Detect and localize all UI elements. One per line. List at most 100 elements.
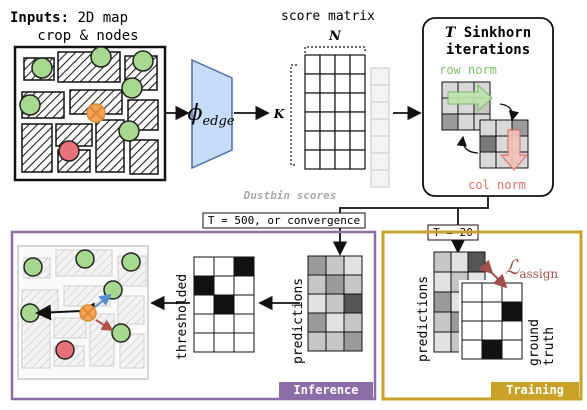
sinkhorn-t: T xyxy=(445,25,457,41)
ground-truth-cell xyxy=(461,282,483,303)
n-dimension-label: N xyxy=(328,29,342,44)
sinkhorn-box: T Sinkhorn iterations row norm col norm xyxy=(422,17,554,197)
training-prediction-cell xyxy=(433,291,452,313)
loss-arrow xyxy=(478,259,508,289)
inference-node-green xyxy=(20,303,40,323)
inference-node-green xyxy=(111,323,131,343)
score-matrix-cell xyxy=(319,130,336,151)
encoder-subscript: edge xyxy=(202,114,234,129)
inference-predictions-matrix xyxy=(307,255,363,352)
encoder-label: ϕedge xyxy=(187,101,234,129)
training-prediction-cell xyxy=(467,251,486,273)
ground-truth-cell xyxy=(481,339,503,360)
score-matrix-cell xyxy=(304,111,321,132)
dustbin-cell xyxy=(370,135,390,154)
dustbin-column xyxy=(370,67,390,188)
training-predictions-label: predictions xyxy=(416,276,431,362)
score-matrix-cell xyxy=(334,130,351,151)
score-matrix-cell xyxy=(304,130,321,151)
inference-condition-box xyxy=(202,212,366,229)
ground-truth-cell xyxy=(501,301,523,322)
row-norm-cell xyxy=(441,113,459,131)
inference-condition: T = 500, or convergence xyxy=(208,214,360,227)
inference-node-green xyxy=(103,280,123,300)
thresholded-cell xyxy=(213,294,235,315)
inference-prediction-cell xyxy=(325,293,345,314)
map-node-green xyxy=(31,57,53,79)
inference-prediction-cell xyxy=(325,274,345,295)
inference-predictions-label: predictions xyxy=(291,278,306,364)
map-node-green xyxy=(19,94,41,116)
score-matrix-cell xyxy=(349,54,366,75)
inference-label-tag xyxy=(279,382,373,398)
col-norm-cell xyxy=(479,119,497,137)
score-matrix-cell xyxy=(304,92,321,113)
score-matrix-cell xyxy=(304,54,321,75)
training-prediction-cell xyxy=(433,311,452,333)
inference-node-red xyxy=(55,340,75,360)
inference-prediction-cell xyxy=(307,312,327,333)
score-matrix-cell xyxy=(319,92,336,113)
score-matrix-title: score matrix xyxy=(281,9,375,24)
training-prediction-cell xyxy=(450,251,469,273)
k-dimension-bracket xyxy=(290,64,297,166)
thresholded-cell xyxy=(213,256,235,277)
sinkhorn-title-rest: Sinkhorn xyxy=(455,25,531,41)
inference-prediction-cell xyxy=(325,331,345,352)
cycle-arrow-down xyxy=(499,103,519,122)
score-matrix-grid xyxy=(304,54,366,170)
edge-encoder: ϕedge xyxy=(187,58,235,170)
thresholded-label: thresholded xyxy=(175,274,190,360)
score-matrix-cell xyxy=(349,130,366,151)
inference-query-node xyxy=(79,304,97,322)
predicted-edge-black xyxy=(35,302,96,321)
col-norm-cell xyxy=(479,135,497,153)
training-prediction-cell xyxy=(433,251,452,273)
sinkhorn-title: T Sinkhorn xyxy=(445,25,531,41)
col-norm-label: col norm xyxy=(468,178,526,192)
score-matrix-cell xyxy=(334,92,351,113)
map-node-query xyxy=(86,103,106,123)
inputs-title-bold: Inputs: xyxy=(10,10,69,26)
inference-prediction-cell xyxy=(307,293,327,314)
dustbin-cell xyxy=(370,67,390,86)
training-prediction-cell xyxy=(433,271,452,293)
score-matrix-cell xyxy=(349,92,366,113)
inference-prediction-cell xyxy=(307,331,327,352)
inference-prediction-cell xyxy=(343,312,363,333)
map-node-green xyxy=(90,46,112,68)
score-matrix-cell xyxy=(319,149,336,170)
inference-prediction-cell xyxy=(325,312,345,333)
ground-truth-cell xyxy=(501,339,523,360)
score-matrix-cell xyxy=(319,111,336,132)
map-node-green xyxy=(132,50,154,72)
map-node-green xyxy=(121,77,143,99)
inference-prediction-cell xyxy=(307,274,327,295)
dustbin-cell xyxy=(370,118,390,137)
score-matrix-cell xyxy=(304,73,321,94)
score-matrix-cell xyxy=(349,73,366,94)
row-norm-label: row norm xyxy=(439,63,497,77)
training-label: Training xyxy=(506,383,564,397)
cycle-arrow-up xyxy=(456,135,479,154)
thresholded-matrix xyxy=(193,256,255,353)
ground-truth-matrix xyxy=(459,280,525,362)
dustbin-cell xyxy=(370,152,390,171)
thresholded-cell xyxy=(233,256,255,277)
training-prediction-cell xyxy=(433,331,452,353)
score-matrix-cell xyxy=(334,73,351,94)
ground-truth-cell xyxy=(501,320,523,341)
thresholded-cell xyxy=(213,332,235,353)
score-matrix-cell xyxy=(349,111,366,132)
ground-truth-cell xyxy=(481,282,503,303)
score-matrix-cell xyxy=(349,149,366,170)
loss-subscript: assign xyxy=(519,267,558,281)
dustbin-cell xyxy=(370,169,390,188)
inference-node-green xyxy=(121,252,141,272)
ground-truth-cell xyxy=(461,301,483,322)
score-matrix-cell xyxy=(334,111,351,132)
thresholded-cell xyxy=(233,313,255,334)
inference-prediction-cell xyxy=(343,331,363,352)
k-dimension-label: K xyxy=(273,107,285,121)
